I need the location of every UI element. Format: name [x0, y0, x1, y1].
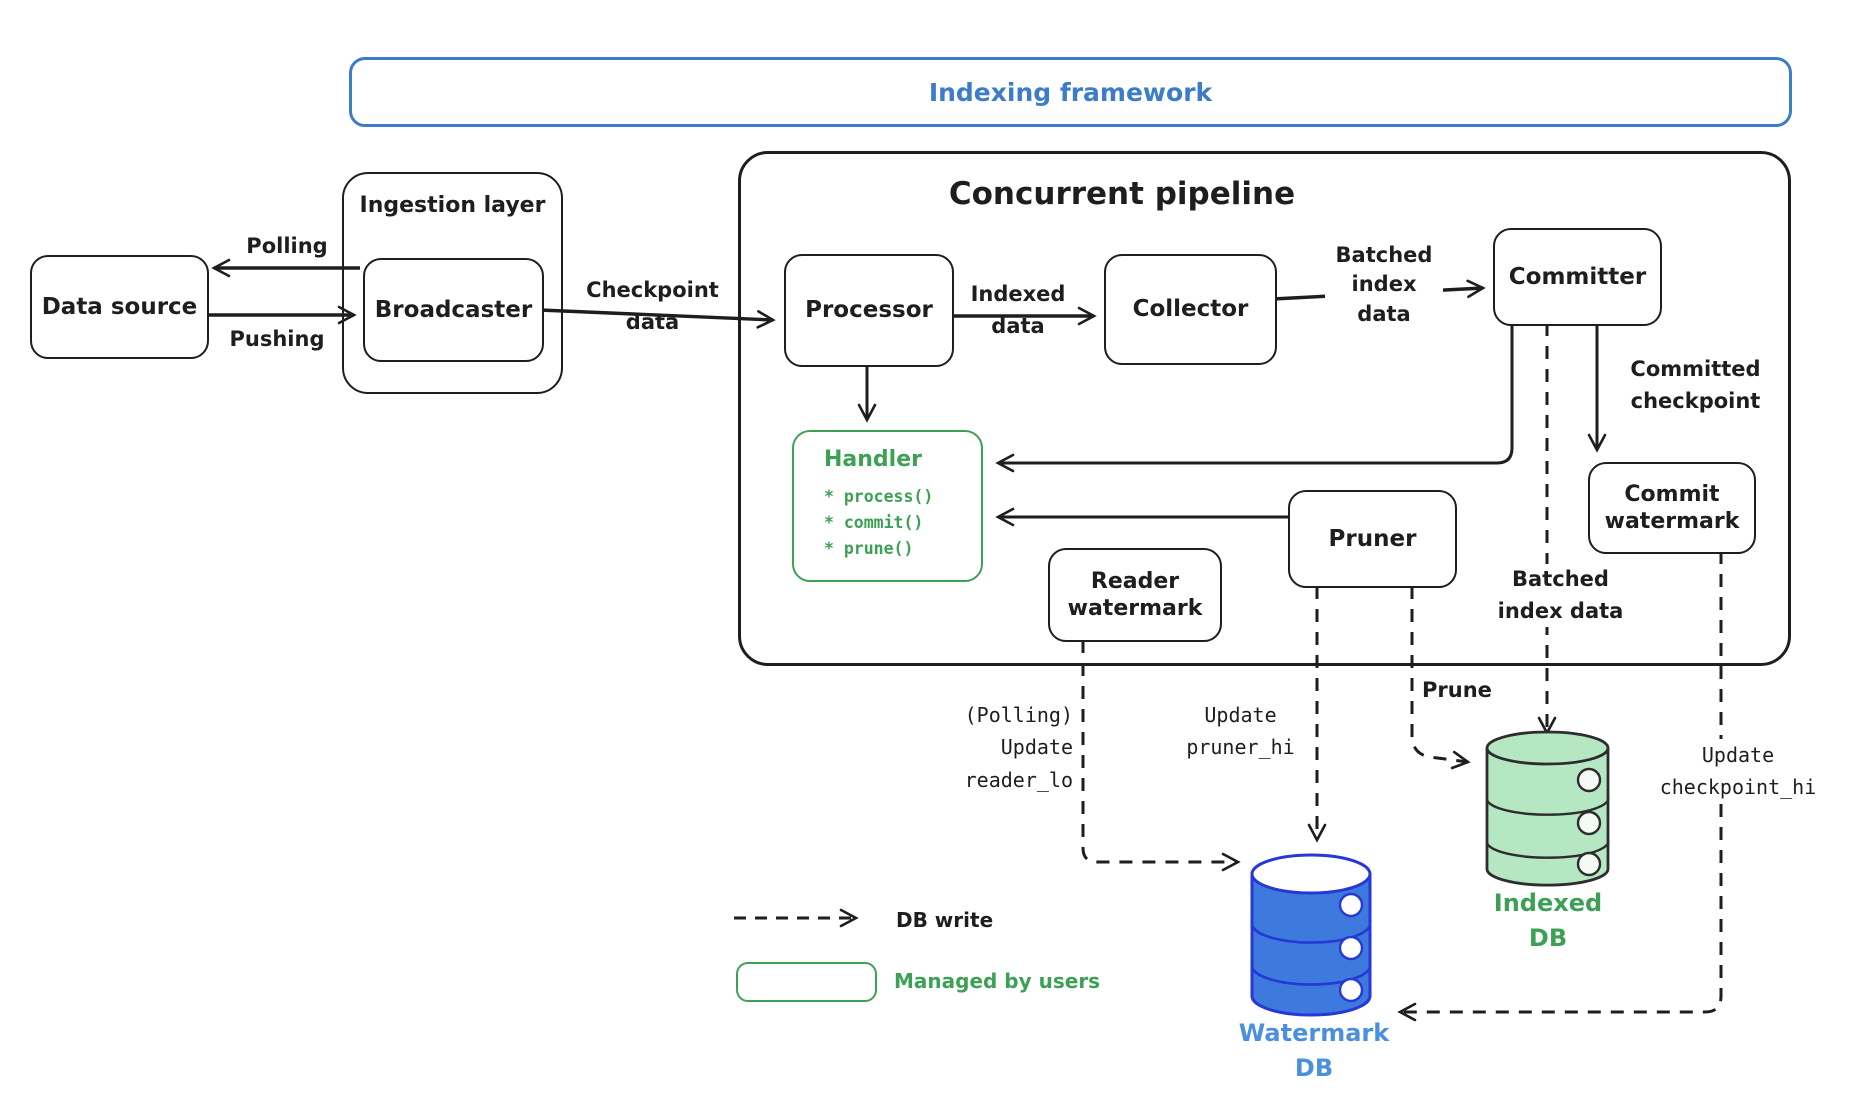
node-collector: Collector	[1104, 254, 1277, 365]
ingestion-layer-container: Ingestion layer	[342, 172, 563, 394]
node-pruner: Pruner	[1288, 490, 1457, 588]
label-batched-index-data: Batched index data	[1325, 241, 1443, 330]
watermark-db-label: Watermark DB	[1238, 1019, 1390, 1082]
label-polling: Polling	[246, 234, 328, 258]
handler-method-prune: * prune()	[824, 539, 914, 559]
dashed-arrow-prune	[1410, 586, 1471, 770]
label-indexed-data: Indexed data	[970, 282, 1066, 338]
label-batched-index-data-2: Batched index data	[1478, 564, 1643, 627]
dashed-arrow-checkpoint-hi	[1397, 551, 1723, 1022]
handler-title: Handler	[824, 447, 922, 472]
watermark-db-cylinder	[1250, 853, 1372, 1017]
node-committer: Committer	[1493, 228, 1662, 326]
node-reader-watermark: Reader watermark	[1048, 548, 1222, 642]
arrow-committer-to-handler	[995, 323, 1514, 473]
node-handler: Handler * process() * commit() * prune()	[792, 430, 983, 582]
indexed-db-label: Indexed DB	[1493, 889, 1603, 952]
label-update-checkpoint-hi: Update checkpoint_hi	[1638, 739, 1838, 804]
dashed-arrow-reader-lo	[1081, 640, 1241, 872]
label-update-pruner-hi: Update pruner_hi	[1186, 703, 1295, 760]
arrow-checkpoint-data	[539, 308, 776, 329]
label-pushing: Pushing	[229, 327, 325, 351]
label-update-reader-lo: (Polling) Update reader_lo	[964, 703, 1073, 792]
indexing-framework-banner: Indexing framework	[349, 57, 1792, 127]
node-commit-watermark: Commit watermark	[1588, 462, 1756, 554]
legend-managed-by-users-swatch	[736, 962, 877, 1002]
indexed-db-cylinder	[1485, 730, 1610, 887]
concurrent-pipeline-title: Concurrent pipeline	[948, 176, 1296, 212]
node-processor: Processor	[784, 254, 954, 367]
ingestion-layer-title: Ingestion layer	[359, 193, 546, 218]
label-checkpoint-data: Checkpoint data	[586, 278, 719, 334]
legend-managed-by-users-label: Managed by users	[894, 969, 1101, 993]
concurrent-pipeline-container	[738, 151, 1791, 666]
banner-title: Indexing framework	[928, 77, 1213, 107]
node-broadcaster: Broadcaster	[363, 258, 544, 362]
handler-method-commit: * commit()	[824, 512, 924, 532]
legend-db-write-label: DB write	[896, 908, 994, 932]
label-committed-checkpoint: Committed checkpoint	[1630, 357, 1761, 413]
label-prune: Prune	[1422, 678, 1492, 702]
node-data-source: Data source	[30, 255, 209, 359]
handler-method-process: * process()	[824, 486, 934, 506]
